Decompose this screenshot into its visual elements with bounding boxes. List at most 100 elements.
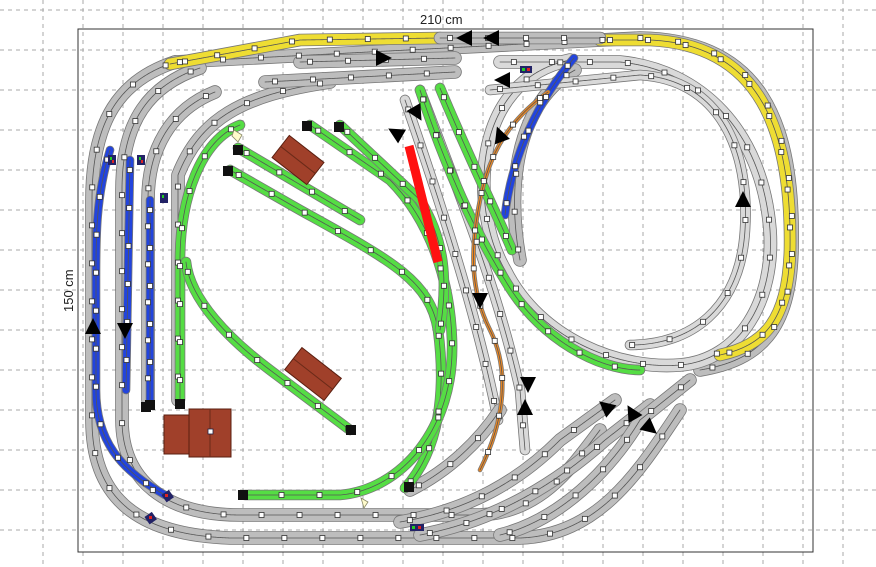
direction-arrow-icon [517, 399, 533, 415]
track-node [516, 384, 523, 391]
building-top[interactable] [271, 134, 325, 186]
track-node [541, 514, 548, 520]
building-middle[interactable] [283, 346, 343, 402]
track-node [96, 193, 103, 200]
track-node [435, 414, 442, 421]
bottom-diagonal-track-1[interactable] [393, 393, 622, 529]
track-node [357, 535, 364, 541]
track-node [429, 178, 436, 185]
track-node [570, 427, 577, 433]
track-node [186, 188, 193, 194]
track-node [201, 302, 208, 309]
helix-outer-track[interactable] [477, 53, 778, 373]
track-node [220, 56, 226, 63]
direction-arrow-icon [494, 72, 510, 88]
direction-arrow-icon [627, 405, 643, 424]
track-node [784, 288, 791, 295]
track-node [176, 59, 183, 66]
helix-inner-track[interactable] [484, 69, 751, 351]
track-node [471, 163, 478, 170]
track-node [518, 301, 525, 308]
green-long-curve-track[interactable] [239, 119, 458, 501]
track-node [723, 113, 729, 119]
signal-icon-left-3[interactable] [160, 193, 168, 203]
track-node [784, 186, 791, 193]
track-node [766, 254, 773, 261]
track-node [126, 205, 133, 211]
green-helix-connection[interactable] [414, 84, 646, 376]
top-junction-track-2[interactable] [258, 65, 462, 89]
bottom-diagonal-track-4[interactable] [403, 403, 507, 497]
track-node [499, 375, 506, 381]
track-node [507, 347, 514, 354]
diagonal-track-2[interactable] [399, 94, 504, 426]
track-node [440, 94, 447, 101]
signal-icon-bottom-left-1[interactable] [161, 489, 174, 503]
green-s-curve-track[interactable] [224, 164, 447, 494]
track-node [106, 111, 113, 117]
bottom-diagonal-track-3[interactable] [493, 373, 697, 542]
green-upper-siding-1[interactable] [232, 142, 366, 226]
track-node [497, 311, 504, 317]
track-node [177, 263, 183, 270]
track-node [183, 504, 190, 511]
track-node [497, 86, 503, 92]
track-node [437, 265, 444, 272]
track-node [480, 178, 487, 184]
track-node [478, 190, 485, 196]
track-node [778, 149, 785, 155]
buffer-stop-icon [302, 121, 312, 131]
track-node [521, 133, 527, 140]
track-node [547, 530, 553, 537]
track-node [473, 324, 480, 330]
track-node [406, 517, 413, 524]
track-node [511, 474, 518, 481]
track-node [475, 435, 481, 442]
track-node [486, 511, 493, 518]
track-node [421, 55, 427, 62]
track-node [509, 535, 516, 541]
track-node [661, 69, 668, 76]
track-node [205, 533, 212, 540]
yellow-top-left-track[interactable] [163, 31, 447, 71]
track-node [426, 530, 433, 536]
track-node [388, 473, 395, 480]
track-node [168, 526, 174, 533]
signal-icon-bottom-left-2[interactable] [144, 511, 157, 525]
signal-icon-top[interactable] [520, 66, 532, 73]
track-node [133, 511, 140, 518]
track-node [177, 301, 183, 308]
track-node [145, 337, 151, 344]
track-node [307, 58, 313, 65]
track-node [787, 224, 793, 231]
green-lower-siding[interactable] [180, 256, 356, 436]
signal-icon-left-1[interactable] [108, 155, 116, 165]
track-node [742, 72, 749, 78]
track-node [416, 447, 422, 454]
buffer-stop-icon [223, 166, 233, 176]
station-building[interactable] [163, 408, 232, 458]
fourth-loop-track[interactable] [171, 75, 337, 407]
track-node [372, 154, 378, 161]
track-node [385, 72, 392, 79]
track-node [572, 78, 579, 85]
red-signal-bar[interactable] [404, 144, 443, 264]
direction-arrow-icon [388, 128, 407, 144]
track-node [523, 35, 529, 41]
third-loop-track[interactable] [141, 85, 222, 407]
track-node [89, 336, 95, 343]
track-node [448, 512, 455, 518]
blue-middle-track[interactable] [121, 155, 135, 395]
signal-icon-bottom[interactable] [410, 524, 424, 531]
track-node [278, 492, 285, 498]
track-node [119, 268, 125, 275]
track-node [316, 492, 323, 498]
signal-icon-left-2[interactable] [137, 155, 145, 165]
direction-arrow-icon [406, 102, 422, 121]
track-node [279, 88, 286, 94]
track-node [220, 511, 227, 518]
track-node [586, 59, 593, 65]
green-left-siding[interactable] [174, 119, 246, 406]
marker-triangle-1 [231, 129, 243, 143]
